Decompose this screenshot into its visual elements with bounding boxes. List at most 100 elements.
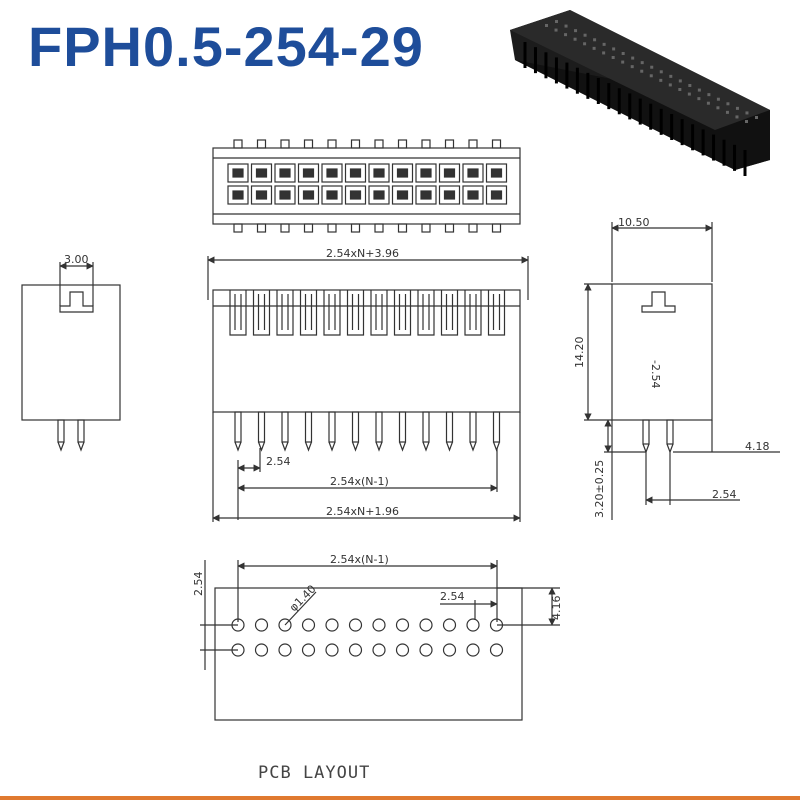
top-tooth bbox=[468, 139, 478, 149]
front-slot bbox=[346, 290, 365, 336]
bottom-tooth bbox=[327, 223, 337, 233]
photo-pin-hole bbox=[697, 88, 701, 92]
top-cell bbox=[391, 185, 414, 205]
top-cell-hole bbox=[490, 168, 503, 178]
top-cell bbox=[462, 163, 484, 183]
top-cell bbox=[485, 163, 508, 183]
bottom-tooth bbox=[303, 223, 314, 233]
front-pin bbox=[445, 411, 454, 443]
photo-pin-hole bbox=[735, 115, 739, 119]
front-pin-tip bbox=[257, 441, 266, 452]
top-cell-hole bbox=[232, 190, 244, 200]
photo-pin-hole bbox=[735, 106, 739, 110]
pcb-span-label: 2.54x(N-1) bbox=[330, 553, 389, 566]
top-tooth bbox=[444, 139, 455, 149]
pcb-hole bbox=[395, 618, 410, 632]
top-cell bbox=[297, 163, 320, 183]
front-slot bbox=[417, 290, 435, 336]
photo-pin-hole bbox=[745, 111, 749, 115]
photo-pin-hole bbox=[716, 106, 720, 110]
photo-pin-hole bbox=[621, 60, 625, 64]
front-pin-tip bbox=[422, 441, 430, 452]
top-cell-hole bbox=[279, 190, 291, 200]
right-side-view bbox=[584, 222, 780, 520]
top-cell bbox=[438, 185, 461, 205]
bottom-span-label: 2.54xN+1.96 bbox=[326, 505, 399, 518]
photo-pin-hole bbox=[564, 33, 568, 37]
bottom-tooth bbox=[491, 223, 502, 233]
top-cell bbox=[227, 185, 249, 205]
front-slot bbox=[229, 290, 247, 336]
front-pin-tip bbox=[445, 441, 454, 452]
front-pin bbox=[257, 411, 266, 443]
pcb-hole bbox=[419, 643, 433, 657]
top-cell-hole bbox=[373, 190, 385, 200]
photo-pin-hole bbox=[612, 47, 616, 51]
footer-accent-bar bbox=[0, 796, 800, 800]
top-cell bbox=[438, 163, 461, 183]
top-tooth bbox=[374, 139, 384, 149]
top-cell-hole bbox=[255, 190, 268, 200]
page-title: FPH0.5-254-29 bbox=[28, 15, 424, 78]
top-cell-hole bbox=[467, 190, 479, 200]
bottom-tooth bbox=[256, 223, 267, 233]
pcb-hole bbox=[348, 618, 363, 632]
side-width-label: 10.50 bbox=[618, 216, 650, 229]
top-tooth bbox=[233, 139, 243, 149]
front-slot bbox=[299, 290, 318, 336]
pcb-layout-view bbox=[200, 560, 560, 721]
photo-pin-hole bbox=[755, 116, 758, 119]
pcb-hole bbox=[372, 618, 386, 632]
top-tooth bbox=[421, 139, 431, 149]
top-span-label: 2.54xN+3.96 bbox=[326, 247, 399, 260]
photo-pin-hole bbox=[564, 24, 568, 28]
photo-pin-hole bbox=[668, 83, 672, 87]
photo-pin-hole bbox=[669, 74, 673, 78]
photo-pin-hole bbox=[687, 92, 691, 96]
top-cell-hole bbox=[255, 168, 268, 178]
top-cell bbox=[250, 163, 273, 183]
front-pin bbox=[328, 411, 336, 443]
front-slot bbox=[393, 290, 412, 336]
top-cell bbox=[415, 163, 437, 183]
photo-pin-hole bbox=[640, 69, 644, 73]
pcb-hole bbox=[466, 643, 480, 657]
photo-pin-hole bbox=[716, 97, 720, 101]
bottom-tooth bbox=[280, 223, 290, 233]
top-cell bbox=[297, 185, 320, 205]
top-cell bbox=[250, 185, 273, 205]
pcb-hole bbox=[442, 618, 457, 632]
top-cell-hole bbox=[396, 190, 409, 200]
pcb-hole bbox=[231, 618, 245, 632]
top-cell-hole bbox=[420, 190, 432, 200]
front-pin-tip bbox=[469, 441, 477, 452]
top-cell-hole bbox=[396, 168, 409, 178]
photo-pin-hole bbox=[545, 24, 548, 27]
photo-pin-hole bbox=[659, 70, 663, 74]
front-slot bbox=[323, 290, 341, 336]
top-cell-hole bbox=[349, 190, 362, 200]
photo-pin-hole bbox=[678, 79, 682, 83]
top-cell-hole bbox=[373, 168, 385, 178]
top-cell-hole bbox=[467, 168, 479, 178]
top-cell bbox=[274, 163, 296, 183]
front-pin bbox=[492, 411, 501, 443]
front-slot bbox=[276, 290, 294, 336]
front-pin bbox=[281, 411, 289, 443]
side-height-label: 14.20 bbox=[573, 337, 586, 369]
pcb-hole bbox=[231, 643, 245, 657]
front-pin-tip bbox=[351, 441, 360, 452]
pin-length-label: 3.20±0.25 bbox=[593, 460, 606, 518]
photo-pin-hole bbox=[602, 51, 606, 55]
bottom-tooth bbox=[397, 223, 408, 233]
top-cell bbox=[227, 163, 249, 183]
pcb-layout-caption: PCB LAYOUT bbox=[258, 763, 370, 783]
top-cell bbox=[368, 185, 390, 205]
pcb-hole bbox=[395, 643, 410, 657]
front-slot bbox=[440, 290, 459, 336]
photo-pin-hole bbox=[678, 88, 682, 91]
photo-pin-hole bbox=[726, 102, 730, 106]
top-cell-hole bbox=[490, 190, 503, 200]
top-cell bbox=[391, 163, 414, 183]
